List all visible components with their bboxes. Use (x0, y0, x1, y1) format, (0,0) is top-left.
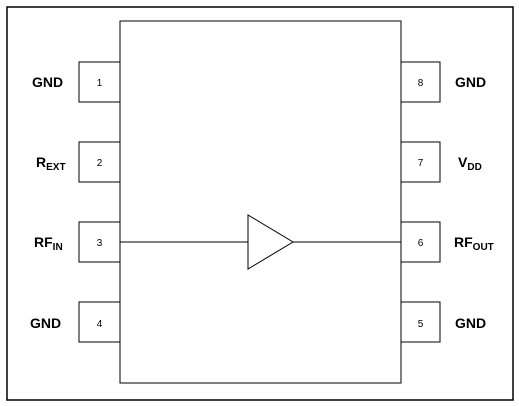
pin-6-label: RFOUT (454, 234, 494, 253)
pin-5-number: 5 (418, 319, 424, 330)
pin-4: 4 GND (30, 301, 121, 343)
pin-6-number: 6 (418, 238, 424, 249)
pin-3-number: 3 (97, 238, 103, 249)
pin-5-pad (400, 301, 441, 343)
pin-7-pad (400, 141, 441, 183)
pin-5-label: GND (455, 315, 486, 331)
chip-body (119, 20, 402, 384)
pin-2-number: 2 (97, 158, 103, 169)
pin-5: 5 GND (400, 301, 486, 343)
pin-7-number: 7 (418, 158, 424, 169)
pin-1-number: 1 (97, 78, 103, 89)
pin-3-pad (78, 221, 121, 263)
pin-7-label: VDD (458, 154, 482, 173)
pin-4-pad (78, 301, 121, 343)
pin-1-pad (78, 61, 121, 103)
pin-3: 3 RFIN (34, 221, 121, 263)
pin-4-label: GND (30, 315, 61, 331)
pin-3-label: RFIN (34, 234, 63, 253)
pin-8: 8 GND (400, 61, 486, 103)
pin-1: 1 GND (32, 61, 121, 103)
pin-8-number: 8 (418, 78, 424, 89)
pin-4-number: 4 (97, 319, 103, 330)
pin-8-label: GND (455, 74, 486, 90)
amplifier-triangle-icon (247, 214, 294, 270)
pin-2: 2 REXT (36, 141, 121, 183)
pin-2-label: REXT (36, 154, 66, 173)
pin-6: 6 RFOUT (400, 221, 494, 263)
pin-2-pad (78, 141, 121, 183)
pin-8-pad (400, 61, 441, 103)
pin-1-label: GND (32, 74, 63, 90)
pin-7: 7 VDD (400, 141, 482, 183)
pin-6-pad (400, 221, 441, 263)
